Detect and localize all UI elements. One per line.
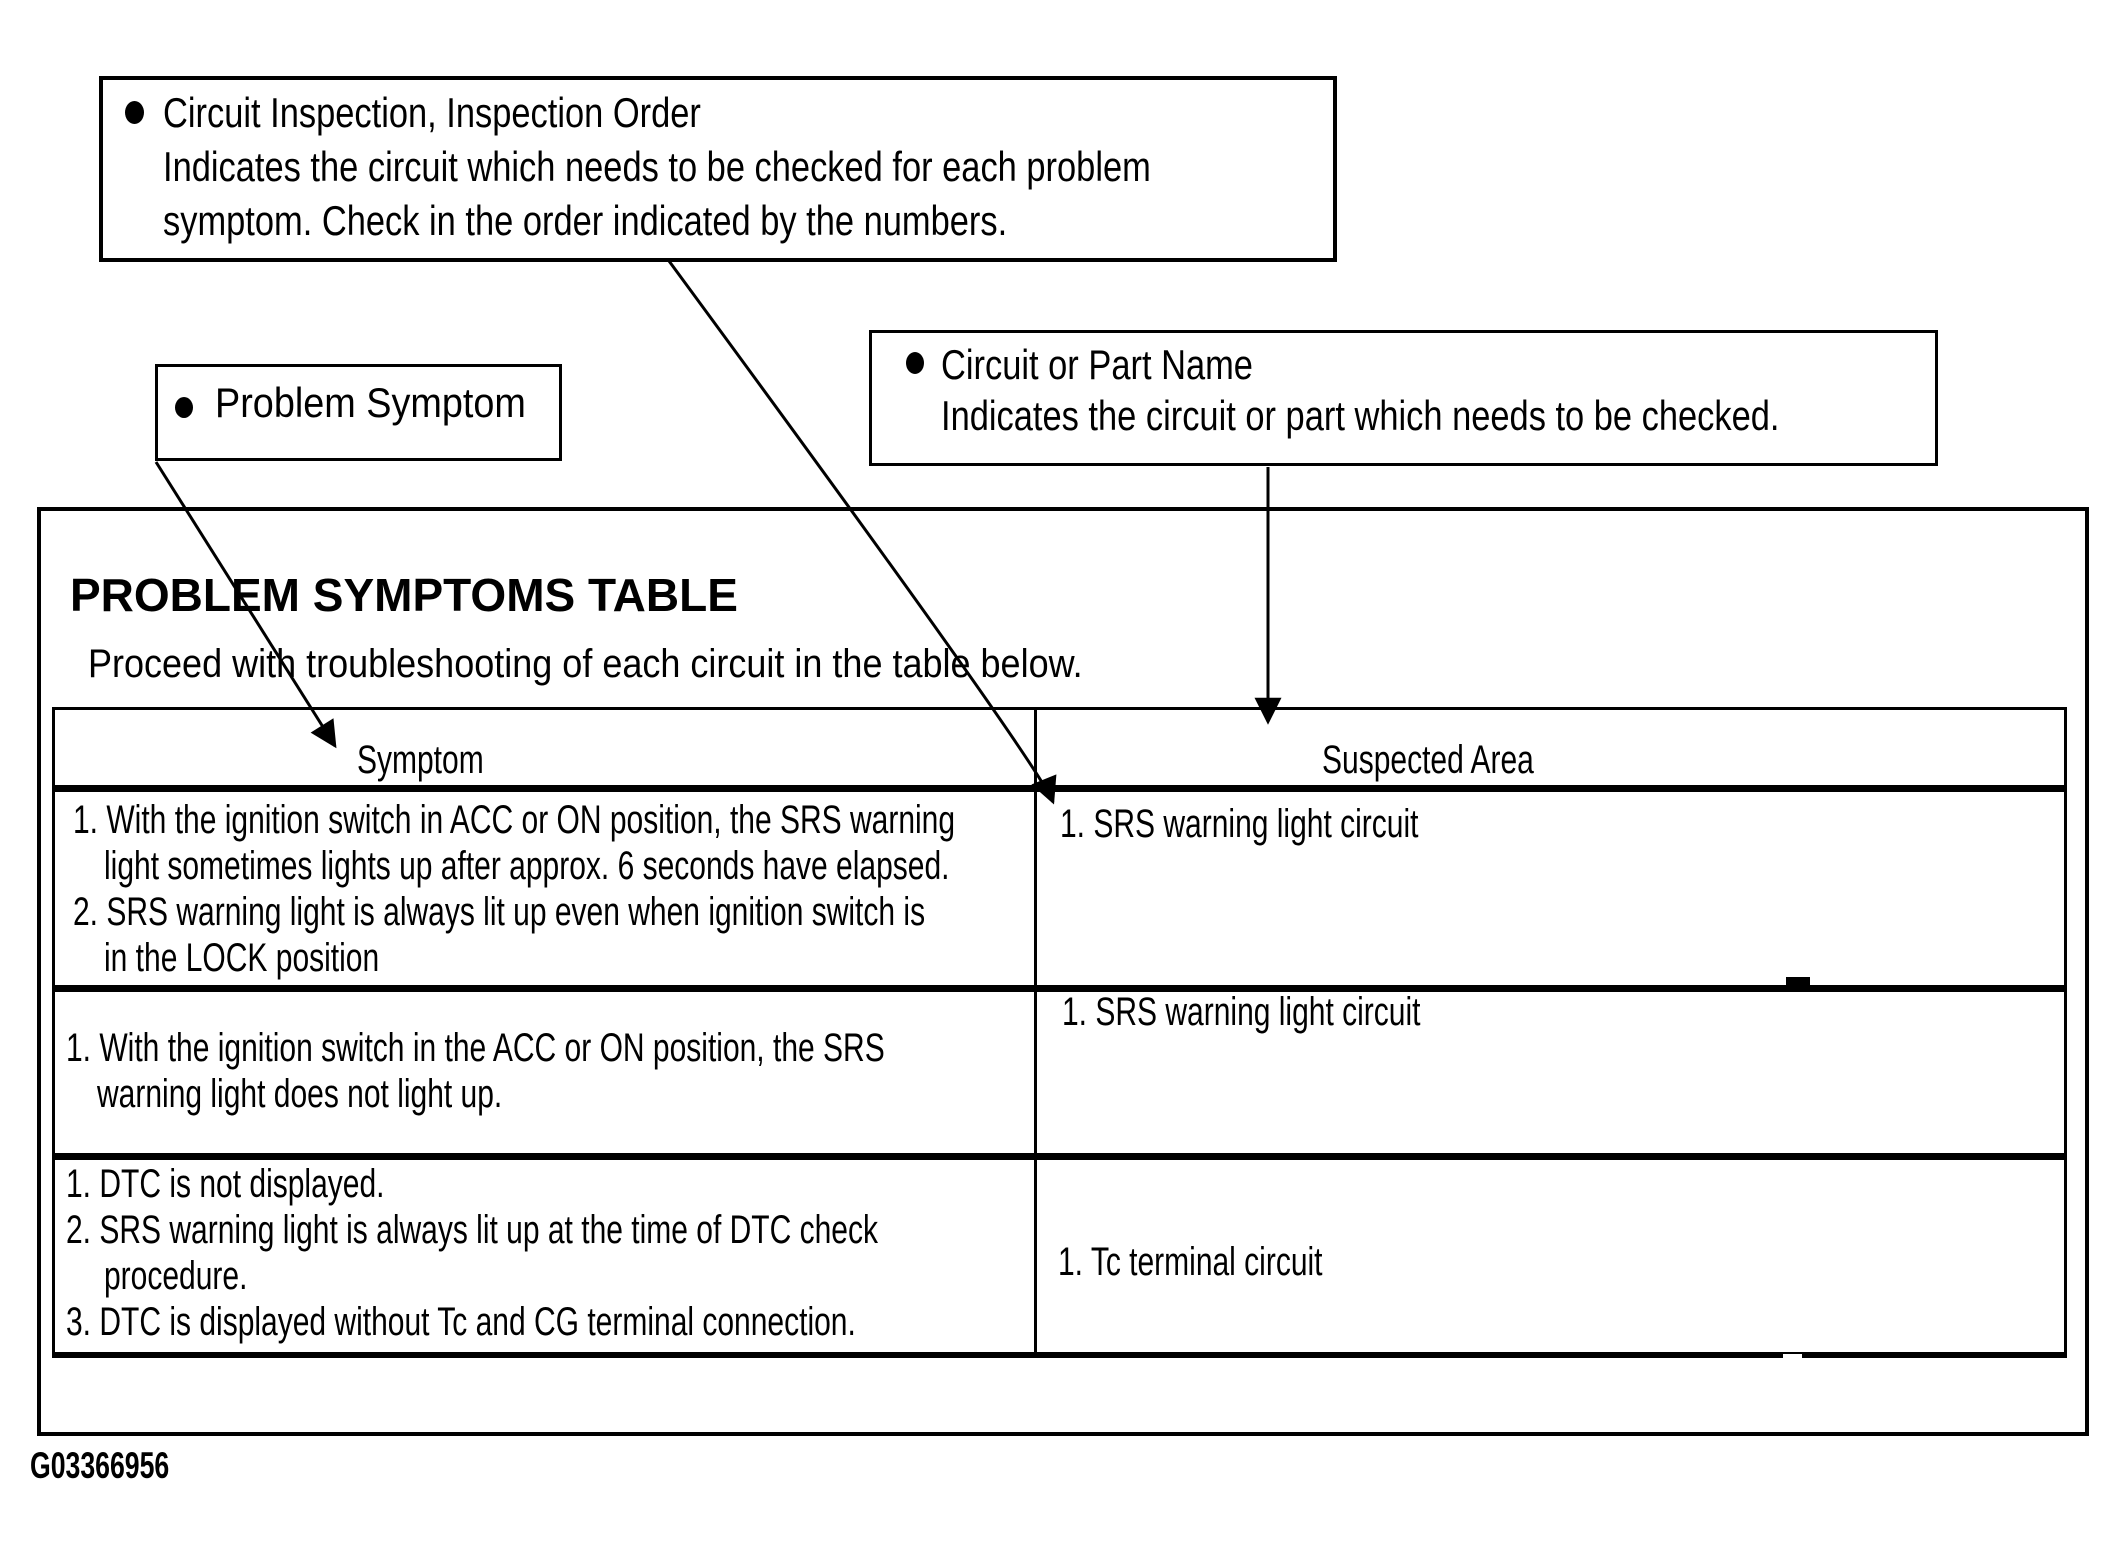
table-row-divider	[52, 985, 2067, 992]
row1-symptom-line: in the LOCK position	[104, 936, 380, 980]
figure-code: G03366956	[30, 1445, 170, 1486]
callout-circuit-or-part-title: Circuit or Part Name	[941, 341, 1253, 388]
row2-suspected-area: 1. SRS warning light circuit	[1062, 990, 1421, 1034]
row3-symptom-line: 3. DTC is displayed without Tc and CG te…	[66, 1300, 856, 1344]
scan-artifact-tick	[1786, 977, 1810, 985]
callout-circuit-inspection-title: Circuit Inspection, Inspection Order	[163, 89, 701, 136]
table-column-divider	[1034, 707, 1037, 1358]
row1-symptom-line: light sometimes lights up after approx. …	[104, 844, 950, 888]
bullet-icon	[906, 352, 924, 374]
callout-problem-symptom-title: Problem Symptom	[215, 379, 526, 426]
symptoms-table	[52, 707, 2067, 1358]
callout-circuit-inspection-desc-line2: symptom. Check in the order indicated by…	[163, 197, 1008, 244]
bullet-icon	[175, 397, 193, 418]
arrow-problem-symptom	[154, 461, 337, 749]
scan-artifact-gap	[1783, 1354, 1802, 1358]
column-header-suspected-area: Suspected Area	[1322, 738, 1534, 782]
row3-symptom-line: 1. DTC is not displayed.	[66, 1162, 385, 1206]
callout-circuit-inspection-box	[99, 76, 1337, 262]
arrow-circuit-inspection	[667, 260, 1057, 805]
row1-suspected-area: 1. SRS warning light circuit	[1060, 802, 1419, 846]
row2-symptom-line: warning light does not light up.	[97, 1072, 503, 1116]
callout-circuit-inspection-desc-line1: Indicates the circuit which needs to be …	[163, 143, 1151, 190]
page-title: PROBLEM SYMPTOMS TABLE	[70, 569, 738, 621]
callout-circuit-or-part-box	[869, 330, 1938, 466]
row2-symptom-line: 1. With the ignition switch in the ACC o…	[66, 1026, 885, 1070]
row1-symptom-line: 1. With the ignition switch in ACC or ON…	[73, 798, 956, 842]
row1-symptom-line: 2. SRS warning light is always lit up ev…	[73, 890, 926, 934]
callout-circuit-or-part-desc-line1: Indicates the circuit or part which need…	[941, 392, 1780, 439]
row3-symptom-line: 2. SRS warning light is always lit up at…	[66, 1208, 878, 1252]
row3-symptom-line: procedure.	[104, 1254, 248, 1298]
panel-intro-text: Proceed with troubleshooting of each cir…	[88, 642, 1083, 686]
bullet-icon	[125, 101, 144, 124]
table-header-divider	[52, 785, 2067, 792]
table-row-divider	[52, 1153, 2067, 1160]
column-header-symptom: Symptom	[357, 738, 484, 782]
callout-problem-symptom-box	[155, 364, 562, 461]
row3-suspected-area: 1. Tc terminal circuit	[1058, 1240, 1323, 1284]
